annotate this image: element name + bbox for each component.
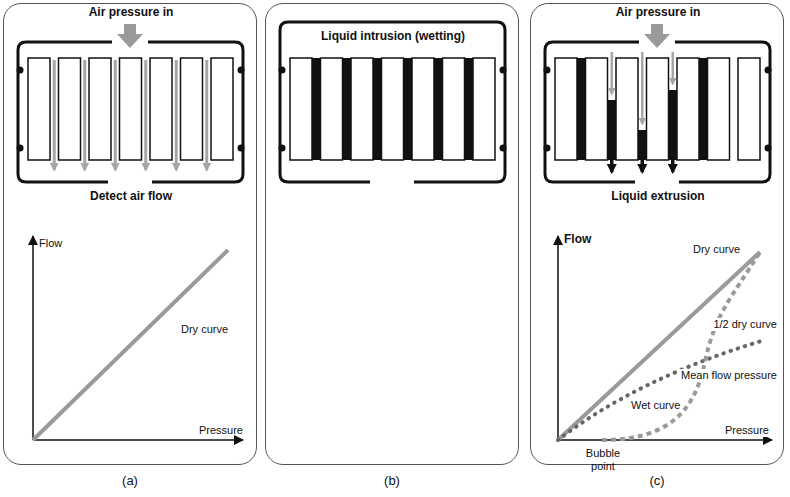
membrane-segment [59,58,81,160]
chart-c [558,236,772,440]
chart-label: Pressure [199,424,243,437]
o-ring [279,67,286,74]
panel-heading: Liquid intrusion (wetting) [321,30,465,44]
membrane-segment [616,58,638,160]
panel-heading: Detect air flow [90,190,172,204]
panel: Liquid intrusion (wetting) [265,3,519,465]
air-push-arrow [611,52,614,94]
membrane-segment [321,58,343,160]
membrane-segment [473,58,495,160]
air-flow-arrow [175,60,178,170]
membrane-segment [647,58,669,160]
membrane-segment [28,58,50,160]
o-ring [544,145,551,152]
o-ring [500,67,507,74]
chart-label: Mean flow pressure [679,369,779,382]
air-inlet-arrow [644,24,670,48]
chart-label: Flow [39,237,62,250]
panel-heading: Air pressure in [89,6,174,20]
housing-wall [280,22,505,182]
panel-letter: (a) [122,474,138,489]
panel-letter: (b) [384,474,400,489]
panel-letter: (c) [649,474,664,489]
housing-wall [18,42,243,182]
dry-curve-line [33,250,228,440]
pressure-axis [558,439,772,441]
liquid-fill [343,58,352,160]
o-ring [238,67,245,74]
dry-curve-line [558,252,760,440]
o-ring [765,67,772,74]
membrane-segment [150,58,172,160]
membrane-segment [120,58,142,160]
liquid-fill [669,90,678,160]
chart-label: Wet curve [629,399,682,412]
liquid-fill [638,130,647,160]
air-inlet-arrow [117,24,143,48]
air-flow-arrow [114,60,117,170]
o-ring [279,145,286,152]
pressure-axis [33,439,243,441]
panel: Air pressure in Detect air flowFlowDry cu… [3,3,257,465]
o-ring [17,67,24,74]
liquid-fill [373,58,382,160]
chart-label: Flow [564,233,591,247]
membrane-segment [677,58,699,160]
flow-axis [32,236,34,440]
flow-axis [557,236,559,440]
membrane-segment [211,58,233,160]
housing [279,22,507,182]
membrane-segment [586,58,608,160]
panel-heading: Air pressure in [616,6,701,20]
chart-label: Pressure [723,424,771,437]
housing [544,24,772,182]
liquid-fill [404,58,413,160]
air-push-arrow [641,52,644,124]
o-ring [238,145,245,152]
liquid-fill [465,58,474,160]
housing [17,24,245,182]
liquid-out-arrow [671,160,675,172]
liquid-out-arrow [610,160,614,172]
air-flow-arrow [205,60,208,170]
membrane-segment [443,58,465,160]
liquid-fill [434,58,443,160]
liquid-fill [699,58,708,160]
membrane-segment [412,58,434,160]
housing-wall [545,42,770,182]
membrane-segment [555,58,577,160]
panel: Air pressure in Liquid extrusionFlowDry c… [530,3,784,465]
chart-label: Dry curve [691,243,742,256]
liquid-fill [577,58,586,160]
liquid-fill [312,58,321,160]
membrane-segment [351,58,373,160]
air-push-arrow [672,52,675,84]
filter-housings [17,22,772,182]
membrane-segment [382,58,404,160]
air-flow-arrow [53,60,56,170]
liquid-out-arrow [641,160,645,172]
liquid-fill [608,100,617,160]
o-ring [765,145,772,152]
o-ring [17,145,24,152]
chart-label: Dry curve [179,323,230,336]
air-flow-arrow [83,60,86,170]
o-ring [544,67,551,74]
membrane-segment [738,58,760,160]
membrane-segment [290,58,312,160]
panel-heading: Liquid extrusion [611,190,704,204]
membrane-segment [708,58,730,160]
chart-label: Bubble point [580,447,626,472]
membrane-segment [181,58,203,160]
chart-a [33,236,243,440]
air-flow-arrow [144,60,147,170]
chart-label: 1/2 dry curve [711,318,779,331]
wet-curve-line [602,252,760,440]
membrane-segment [89,58,111,160]
o-ring [500,145,507,152]
